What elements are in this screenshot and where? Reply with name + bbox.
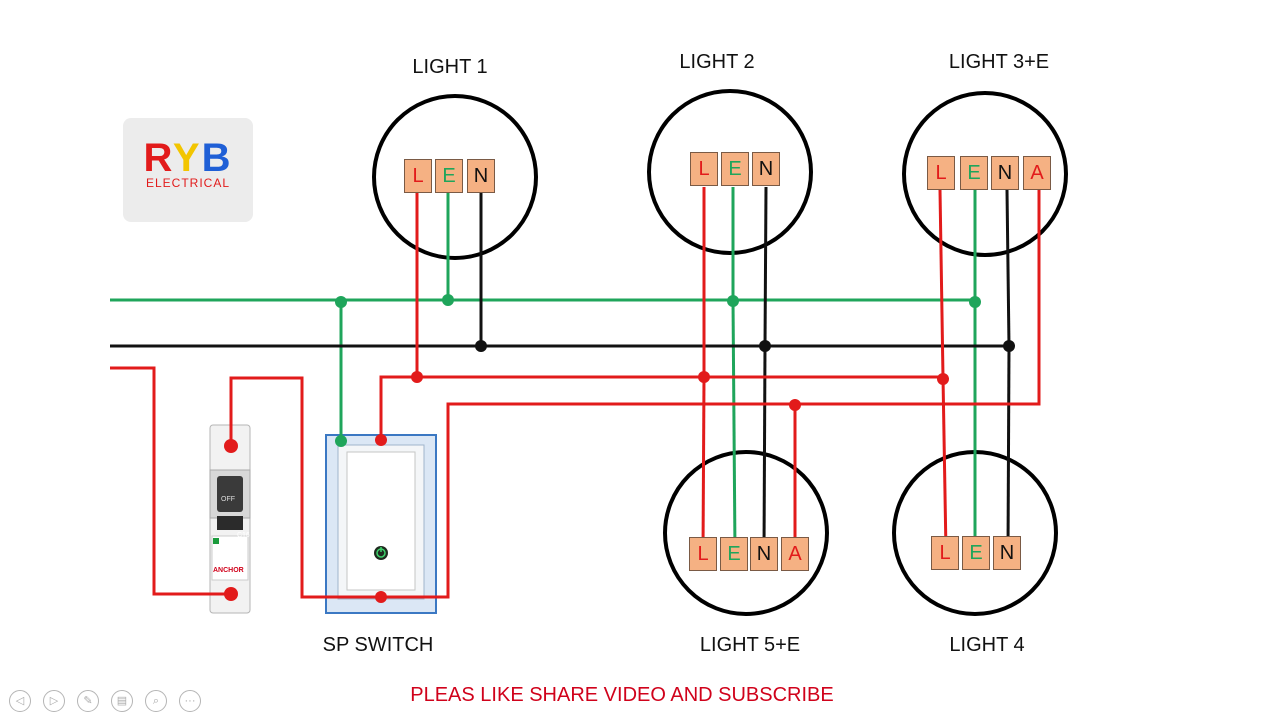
light-4-label: LIGHT 4 xyxy=(949,634,1025,656)
light-5-circle xyxy=(663,450,829,616)
switch-label: SP SWITCH xyxy=(322,634,434,656)
more-options-button[interactable]: ··· xyxy=(179,690,201,712)
light-3-terminal-live: L xyxy=(927,156,955,190)
logo-mark: RYB xyxy=(143,136,233,180)
light-1-label: LIGHT 1 xyxy=(412,56,488,78)
light-5-terminal-earth: E xyxy=(720,537,748,571)
slides-view-button[interactable]: ▤ xyxy=(111,690,133,712)
logo-subtitle: ELECTRICAL xyxy=(145,176,231,190)
light-2-terminal-neutral: N xyxy=(752,152,780,186)
pen-tool-button[interactable]: ✎ xyxy=(77,690,99,712)
light-3-terminal-neutral: N xyxy=(991,156,1019,190)
next-slide-button[interactable]: ▷ xyxy=(43,690,65,712)
power-icon xyxy=(374,546,388,560)
light-2-terminal-earth: E xyxy=(721,152,749,186)
mcb-off-label: OFF xyxy=(221,496,235,503)
junction-dots xyxy=(224,294,1015,603)
light-1-terminal-neutral: N xyxy=(467,159,495,193)
previous-slide-button[interactable]: ◁ xyxy=(9,690,31,712)
mcb-rating: C16 xyxy=(237,532,250,539)
mcb-toggle xyxy=(217,476,243,512)
earth-wires xyxy=(110,187,977,553)
light-5-terminal-switched: A xyxy=(781,537,809,571)
light-5-label: LIGHT 5+E xyxy=(699,634,801,656)
light-5-terminal-neutral: N xyxy=(750,537,778,571)
light-4-terminal-earth: E xyxy=(962,536,990,570)
light-1-terminal-earth: E xyxy=(435,159,463,193)
light-2-terminal-live: L xyxy=(690,152,718,186)
light-3-terminal-earth: E xyxy=(960,156,988,190)
light-3-terminal-switched: A xyxy=(1023,156,1051,190)
neutral-wires xyxy=(110,186,1011,553)
light-2-label: LIGHT 2 xyxy=(679,51,755,73)
light-4-terminal-neutral: N xyxy=(993,536,1021,570)
light-4-terminal-live: L xyxy=(931,536,959,570)
subscribe-message: PLEAS LIKE SHARE VIDEO AND SUBSCRIBE xyxy=(410,684,834,706)
mcb-brand: ANCHOR xyxy=(213,567,244,574)
light-3-label: LIGHT 3+E xyxy=(948,51,1050,73)
light-5-terminal-live: L xyxy=(689,537,717,571)
live-wires xyxy=(110,187,1041,599)
ryb-logo: RYB ELECTRICAL xyxy=(123,118,253,222)
zoom-button[interactable]: ⌕ xyxy=(145,690,167,712)
switch-rocker xyxy=(346,451,416,591)
light-1-terminal-live: L xyxy=(404,159,432,193)
